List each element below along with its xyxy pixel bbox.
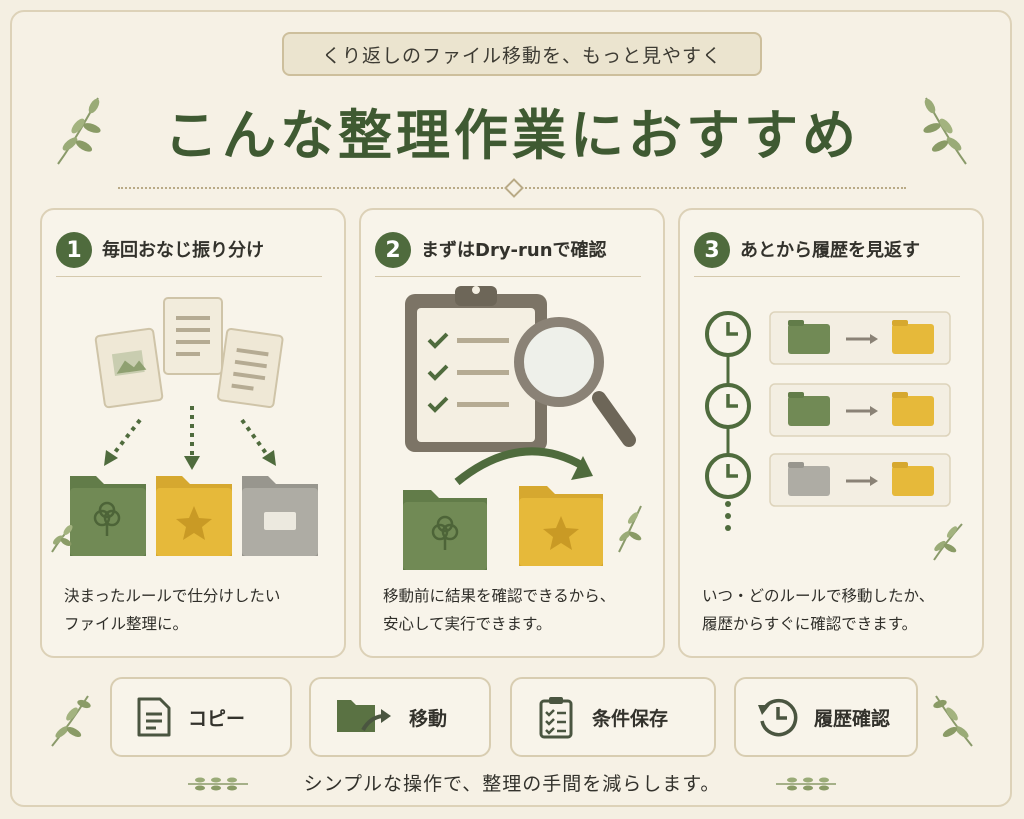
clock-icon — [705, 383, 751, 429]
header-subtitle: くり返しのファイル移動を、もっと見やすく — [282, 32, 762, 76]
folder-move-icon — [337, 700, 391, 732]
feature-label: 履歴確認 — [814, 707, 891, 730]
card-description: 移動前に結果を確認できるから、 安心して実行できます。 — [383, 582, 653, 638]
feature-move: 移動 — [309, 677, 491, 757]
clock-icon — [705, 453, 751, 499]
page-title: こんな整理作業におすすめ — [164, 103, 860, 167]
history-clock-icon — [758, 698, 798, 737]
green-folder-icon — [70, 476, 146, 556]
card-dry-run: 2 まずはDry-runで確認 — [359, 208, 665, 658]
desc-line: 安心して実行できます。 — [383, 615, 552, 633]
card-heading: あとから履歴を見返す — [740, 240, 920, 261]
clipboard-checklist-icon — [405, 286, 547, 452]
footer-tagline: シンプルな操作で、整理の手間を減らします。 — [303, 772, 721, 795]
feature-copy: コピー — [110, 677, 292, 757]
leaf-sprig-icon — [618, 505, 642, 553]
document-icon — [137, 697, 171, 737]
card-description: いつ・どのルールで移動したか、 履歴からすぐに確認できます。 — [702, 582, 972, 638]
leaf-sprig-icon — [51, 525, 73, 553]
leaf-sprig-icon — [57, 97, 101, 165]
feature-label: 条件保存 — [592, 707, 669, 730]
leaf-vine-icon — [776, 777, 836, 791]
text-document-icon — [217, 327, 284, 409]
leaf-sprig-icon — [51, 695, 91, 747]
card-description: 決まったルールで仕分けしたい ファイル整理に。 — [64, 582, 334, 638]
desc-line: ファイル整理に。 — [64, 615, 189, 633]
card-rule — [375, 276, 641, 277]
desc-line: 決まったルールで仕分けしたい — [64, 587, 281, 605]
card-rule — [694, 276, 960, 277]
yellow-star-folder-icon — [156, 476, 232, 556]
magnifier-icon — [514, 317, 636, 447]
clock-icon — [705, 311, 751, 357]
feature-history: 履歴確認 — [734, 677, 918, 757]
card-heading: まずはDry-runで確認 — [421, 240, 607, 261]
card-number: 1 — [56, 232, 92, 268]
history-row — [769, 453, 951, 507]
card-rule — [56, 276, 322, 277]
desc-line: いつ・どのルールで移動したか、 — [702, 587, 935, 605]
text-document-icon — [163, 297, 223, 375]
card-number: 2 — [375, 232, 411, 268]
desc-line: 移動前に結果を確認できるから、 — [383, 587, 616, 605]
leaf-vine-icon — [188, 777, 248, 791]
feature-label: コピー — [188, 707, 246, 730]
leaf-sprig-icon — [923, 97, 967, 165]
sorting-illustration — [51, 297, 318, 556]
history-row — [769, 383, 951, 437]
card-history: 3 あとから履歴を見返す — [678, 208, 984, 658]
feature-label: 移動 — [409, 707, 448, 730]
clipboard-checklist-icon — [539, 697, 573, 739]
feature-save-conditions: 条件保存 — [510, 677, 716, 757]
card-number: 3 — [694, 232, 730, 268]
gray-folder-icon — [242, 476, 318, 556]
card-heading: 毎回おなじ振り分け — [102, 240, 264, 261]
history-illustration — [705, 311, 963, 561]
history-row — [769, 311, 951, 365]
desc-line: 履歴からすぐに確認できます。 — [702, 615, 918, 633]
green-folder-icon — [403, 490, 487, 570]
leaf-sprig-icon — [933, 695, 973, 747]
leaf-sprig-icon — [933, 523, 963, 561]
card-repeat-sorting: 1 毎回おなじ振り分け — [40, 208, 346, 658]
yellow-star-folder-icon — [519, 486, 603, 566]
dry-run-illustration — [403, 286, 642, 570]
move-arrow-icon — [454, 447, 593, 486]
image-document-icon — [94, 327, 164, 409]
